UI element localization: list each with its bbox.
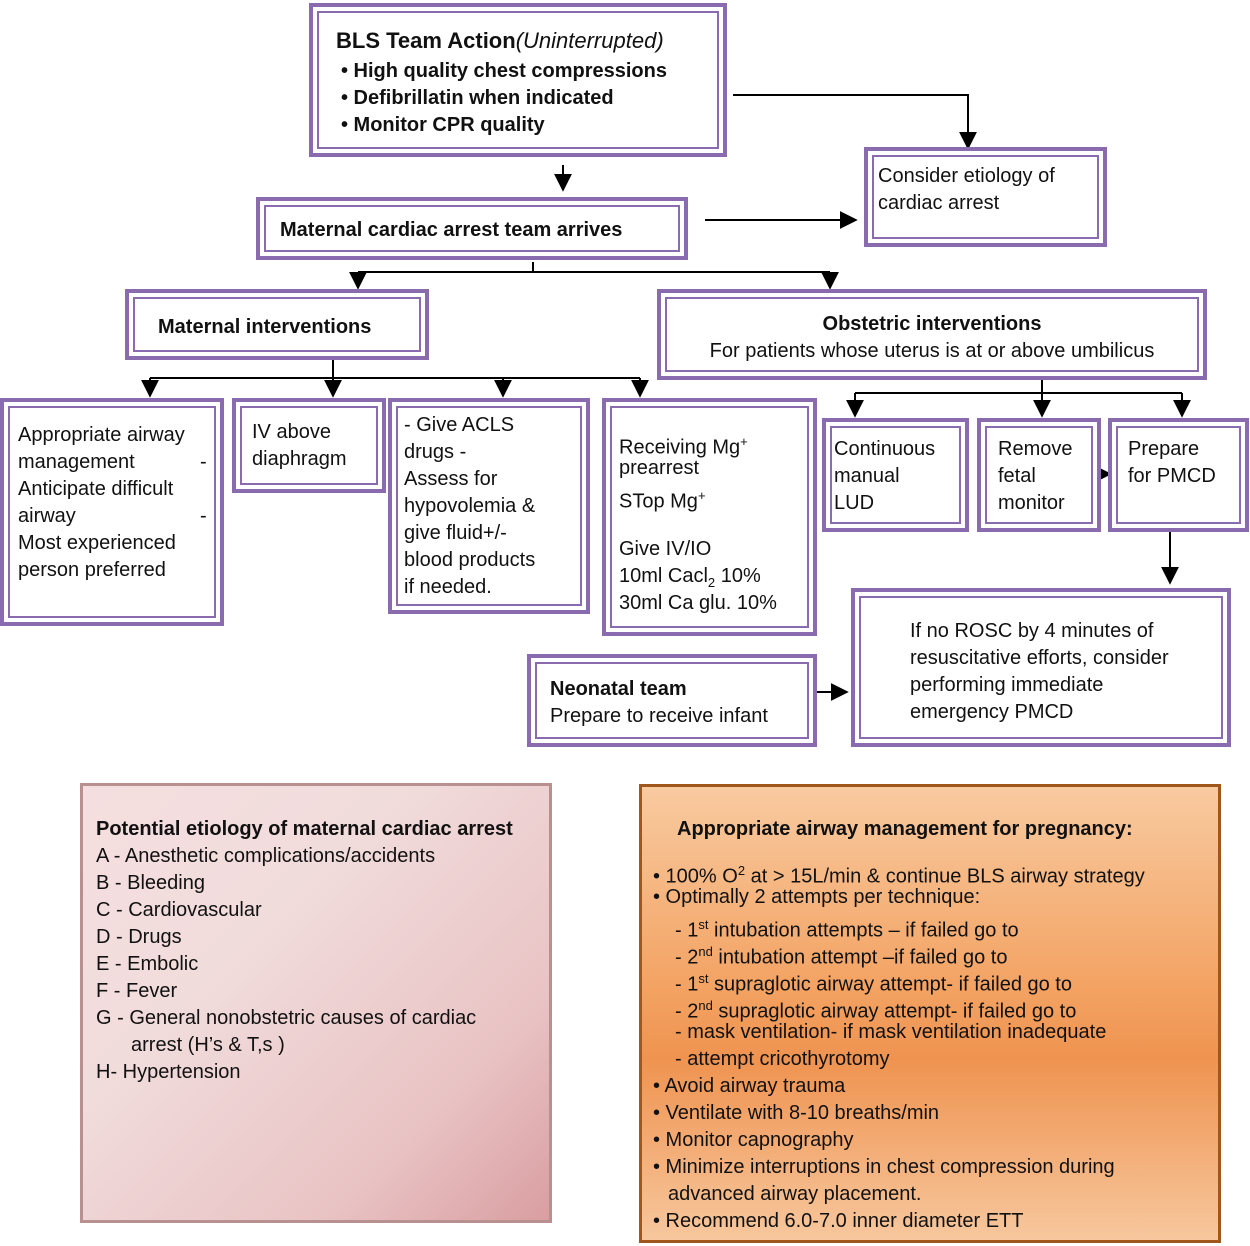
rosc-line: resuscitative efforts, consider [910,647,1169,669]
mg-line: Give IV/IO [619,538,712,560]
etiology-panel-title: Potential etiology of maternal cardiac a… [96,818,513,840]
neonatal-title: Neonatal team [550,678,687,700]
etiology-item: D - Drugs [96,926,182,948]
etiology-item: E - Embolic [96,953,199,975]
team-arrives-box: Maternal cardiac arrest team arrives [256,197,688,260]
etiology-item: H- Hypertension [96,1061,241,1083]
pmcd-line: for PMCD [1128,465,1216,487]
airway-panel-subitem: - 1st intubation attempts – if failed go… [675,917,1019,942]
mg-line: 10ml Cacl2 10% [619,565,761,590]
airway-panel-item: • Monitor capnography [653,1129,854,1151]
prepare-pmcd-box: Prepare for PMCD [1108,418,1249,532]
airway-panel-item: • 100% O2 at > 15L/min & continue BLS ai… [653,863,1145,888]
mg-line: 30ml Ca glu. 10% [619,592,777,614]
airway-panel-subitem: - 1st supraglotic airway attempt- if fai… [675,971,1072,996]
split-team [358,262,830,273]
pmcd-line: Prepare [1128,438,1200,460]
etiology-item: F - Fever [96,980,178,1002]
airway-line: management [18,451,135,473]
airway-line: Appropriate airway [18,424,185,446]
airway-panel-item: advanced airway placement. [668,1183,922,1205]
iv-line: IV above [252,421,331,443]
mg-line: prearrest [619,457,700,479]
acls-line: if needed. [404,576,492,598]
acls-line: drugs - [404,441,467,463]
rosc-line: emergency PMCD [910,701,1074,723]
neonatal-team-box: Neonatal team Prepare to receive infant [527,654,817,747]
maternal-interventions-box: Maternal interventions [125,289,429,360]
bls-title: BLS Team Action(Uninterrupted) [336,27,664,54]
airway-panel-subitem: - 2nd supraglotic airway attempt- if fai… [675,998,1077,1023]
acls-line: blood products [404,549,536,571]
obstetric-interventions-subtitle: For patients whose uterus is at or above… [709,340,1155,362]
mg-line: STop Mg+ [619,488,706,513]
acls-line: - Give ACLS [404,414,515,436]
obstetric-interventions-title: Obstetric interventions [822,313,1042,335]
rosc-line: performing immediate [910,674,1104,696]
continuous-lud-box: Continuous manual LUD [822,418,969,532]
fetal-line: fetal [998,465,1036,487]
acls-line: give fluid+/- [404,522,507,544]
airway-dash: - [200,451,207,473]
etiology-item: B - Bleeding [96,872,205,894]
acls-drugs-box: - Give ACLS drugs - Assess for hypovolem… [388,398,590,614]
mg-line: Receiving Mg+ [619,434,748,459]
bls-bullet: • Monitor CPR quality [341,114,545,136]
arrow-bls-to-etiology [733,94,977,150]
etiology-item: arrest (H’s & T,s ) [131,1034,285,1056]
potential-etiology-panel: Potential etiology of maternal cardiac a… [80,783,552,1223]
airway-line: Anticipate difficult [18,478,174,500]
consider-etiology-line: Consider etiology of [878,165,1055,187]
airway-panel-item: • Avoid airway trauma [653,1075,846,1097]
rosc-box: If no ROSC by 4 minutes of resuscitative… [851,588,1231,747]
consider-etiology-box: Consider etiology of cardiac arrest [864,147,1107,247]
iv-above-diaphragm-box: IV above diaphragm [232,398,386,493]
airway-line: airway [18,505,76,527]
team-arrives-label: Maternal cardiac arrest team arrives [280,219,623,241]
neonatal-subtitle: Prepare to receive infant [550,705,768,727]
airway-panel-item: • Recommend 6.0-7.0 inner diameter ETT [653,1210,1024,1232]
acls-line: hypovolemia & [404,495,536,517]
airway-panel-item: • Optimally 2 attempts per technique: [653,886,981,908]
consider-etiology-line: cardiac arrest [878,192,1000,214]
airway-panel-subitem: - 2nd intubation attempt –if failed go t… [675,944,1008,969]
fetal-line: Remove [998,438,1073,460]
lud-line: Continuous [834,438,936,460]
airway-line: Most experienced [18,532,176,554]
rosc-line: If no ROSC by 4 minutes of [910,620,1154,642]
airway-pregnancy-panel: Appropriate airway management for pregna… [639,784,1221,1243]
bls-bullet: • Defibrillatin when indicated [341,87,614,109]
remove-fetal-monitor-box: Remove fetal monitor [977,418,1101,532]
etiology-item: G - General nonobstetric causes of cardi… [96,1007,477,1029]
iv-line: diaphragm [252,448,347,470]
lud-line: LUD [834,492,875,514]
airway-dash: - [200,505,207,527]
split-obstetric [855,380,1182,394]
airway-line: person preferred [18,559,166,581]
etiology-item: A - Anesthetic complications/accidents [96,845,436,867]
bls-title-note: (Uninterrupted) [515,28,664,53]
airway-management-box: Appropriate airway management - Anticipa… [0,398,224,626]
airway-panel-subitem: - mask ventilation- if mask ventilation … [675,1021,1107,1043]
lud-line: manual [834,465,900,487]
acls-line: Assess for [404,468,498,490]
etiology-item: C - Cardiovascular [96,899,262,921]
airway-panel-item: • Minimize interruptions in chest compre… [653,1156,1115,1178]
airway-panel-item: • Ventilate with 8-10 breaths/min [653,1102,940,1124]
split-maternal [150,360,640,379]
maternal-interventions-title: Maternal interventions [158,316,372,338]
airway-panel-title: Appropriate airway management for pregna… [677,818,1133,840]
bls-bullet: • High quality chest compressions [341,60,667,82]
fetal-line: monitor [998,492,1065,514]
bls-team-action-box: BLS Team Action(Uninterrupted) • High qu… [309,3,727,157]
magnesium-box: Receiving Mg+ prearrest STop Mg+ Give IV… [602,398,817,636]
obstetric-interventions-box: Obstetric interventions For patients who… [657,289,1207,380]
bls-title-text: BLS Team Action [336,28,516,53]
airway-panel-subitem: - attempt cricothyrotomy [675,1048,890,1070]
